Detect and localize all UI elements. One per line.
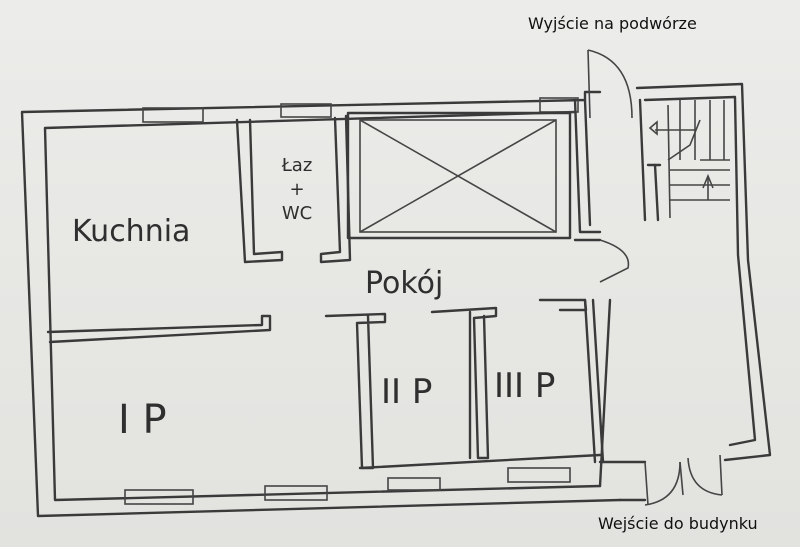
storage-area [346, 111, 572, 240]
floor-1-label: I P [118, 397, 167, 443]
interior-walls [46, 114, 605, 470]
corridor-walls [573, 98, 662, 242]
outer-walls [20, 82, 772, 518]
door-yard [587, 49, 633, 119]
door-entrance [644, 454, 723, 506]
floor-2-label: II P [381, 372, 432, 412]
floor-3-label: III P [494, 366, 555, 406]
entrance-caption: Wejście do budynku [598, 514, 758, 533]
staircase [648, 100, 730, 219]
bathroom-label-line1: Łaz [281, 155, 313, 176]
bottom-windows [124, 467, 571, 505]
bathroom-label-line2: + [289, 179, 304, 200]
room-label: Pokój [365, 266, 443, 301]
kitchen-label: Kuchnia [72, 214, 190, 249]
bathroom-label-line3: WC [282, 203, 312, 224]
exit-yard-caption: Wyjście na podwórze [528, 14, 697, 33]
door-corridor [599, 239, 630, 283]
